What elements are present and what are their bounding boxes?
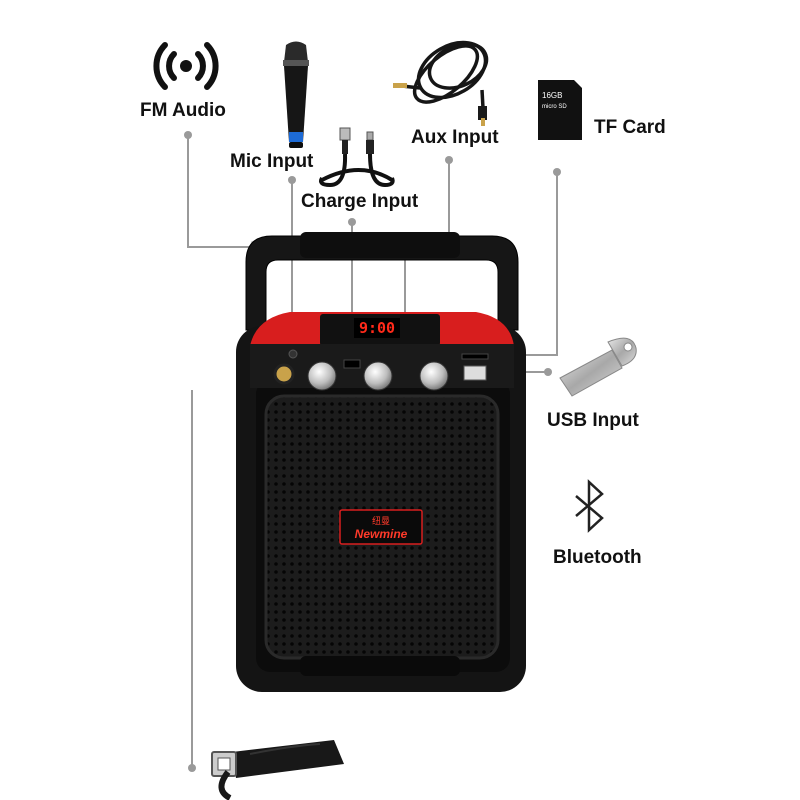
brand-name: Newmine	[355, 527, 408, 541]
label-mic-input: Mic Input	[230, 151, 314, 172]
dot-strap	[188, 764, 196, 772]
label-aux-input: Aux Input	[411, 127, 499, 148]
leader-fm	[187, 135, 258, 248]
fm-signal-icon	[153, 42, 219, 90]
dot-usb	[544, 368, 552, 376]
dot-tf	[553, 168, 561, 176]
tf-slot	[461, 353, 489, 360]
brand-cn: 纽曼	[372, 515, 390, 527]
label-bluetooth: Bluetooth	[553, 547, 642, 568]
label-fm-audio: FM Audio	[140, 100, 226, 121]
label-usb-input: USB Input	[547, 410, 639, 431]
microphone-icon	[283, 41, 309, 148]
usb-stick-icon	[559, 337, 637, 397]
label-tf-card: TF Card	[594, 117, 666, 138]
aux-cable-icon	[401, 40, 489, 109]
dot-aux	[445, 156, 453, 164]
svg-text:micro SD: micro SD	[542, 104, 567, 110]
dot-fm	[184, 131, 192, 139]
dot-charge	[348, 218, 356, 226]
bluetooth-icon	[575, 479, 604, 533]
speaker-controls	[273, 349, 489, 391]
tf-card-icon: 16GB micro SD	[538, 80, 582, 140]
label-charge-input: Charge Input	[301, 191, 419, 212]
tf-card-capacity: 16GB	[542, 91, 562, 100]
leader-dots	[184, 131, 561, 772]
dot-mic	[288, 176, 296, 184]
aux-jack	[288, 349, 298, 359]
mic-jack	[273, 363, 295, 385]
aux-plugs	[393, 83, 487, 126]
knob-echo	[363, 361, 393, 391]
charge-port	[343, 359, 361, 369]
display-time: 9:00	[359, 319, 395, 337]
charge-cable-icon	[319, 127, 395, 188]
strap-icon	[211, 740, 344, 800]
brand-plate: 纽曼 Newmine	[339, 509, 423, 545]
usb-port	[463, 365, 487, 381]
knob-master-volume	[419, 361, 449, 391]
knob-mic-volume	[307, 361, 337, 391]
